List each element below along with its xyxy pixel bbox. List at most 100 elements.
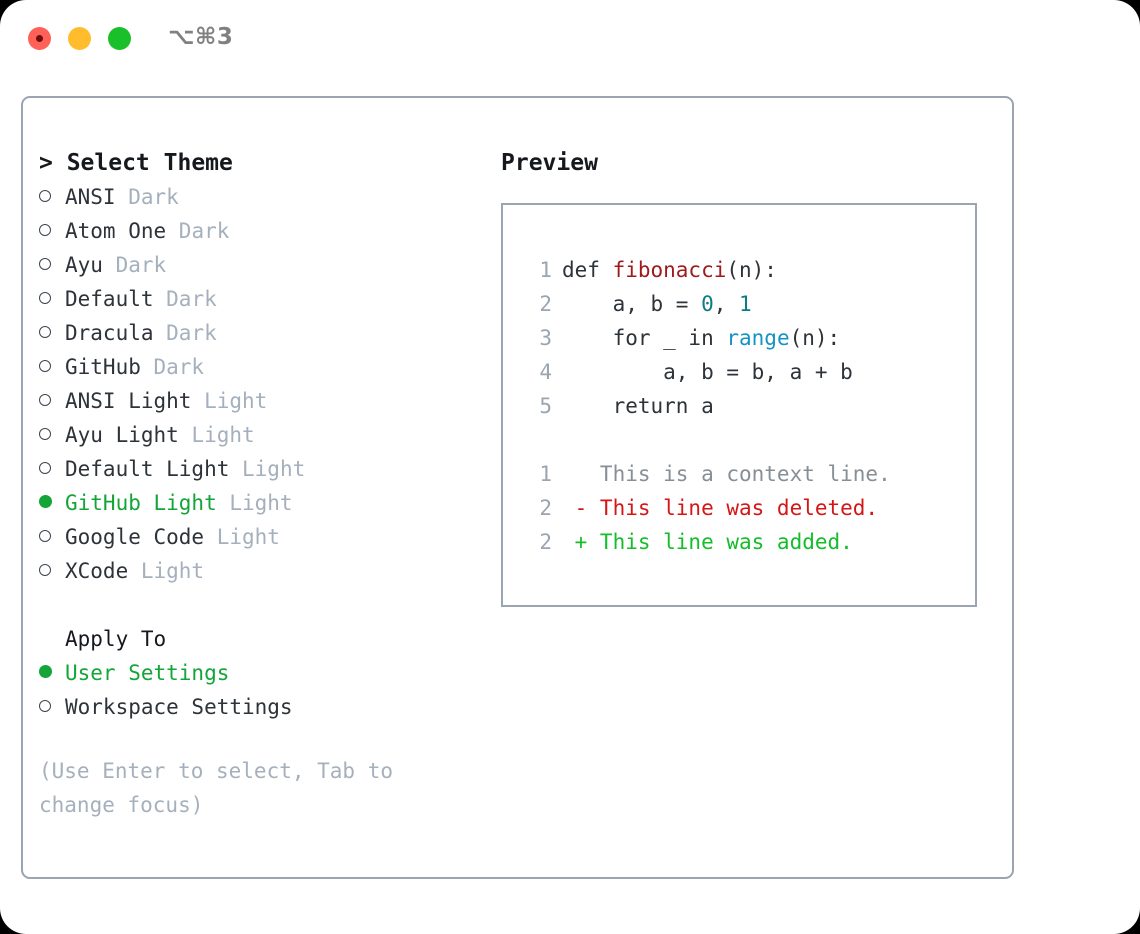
- theme-option-8[interactable]: Default Light Light: [39, 452, 499, 486]
- code-token: (n):: [789, 326, 841, 350]
- code-token: fibonacci: [612, 258, 727, 282]
- radio-unselected-icon: [39, 690, 65, 724]
- option-label: Atom One: [65, 219, 167, 243]
- radio-unselected-icon: [39, 554, 65, 588]
- option-label: GitHub Light: [65, 491, 217, 515]
- option-tag: Dark: [115, 185, 179, 209]
- close-icon: [36, 35, 43, 42]
- line-number: 2: [539, 292, 552, 316]
- theme-option-3[interactable]: Default Dark: [39, 282, 499, 316]
- code-token: def: [562, 258, 613, 282]
- option-label: Google Code: [65, 525, 205, 549]
- code-line-content: def fibonacci(n):: [562, 253, 777, 287]
- code-line: 2 + This line was added.: [503, 525, 975, 559]
- radio-ring-icon: [39, 326, 51, 338]
- code-token: 0: [701, 292, 714, 316]
- code-line: 2 a, b = 0, 1: [503, 287, 975, 321]
- option-label: ANSI Light: [65, 389, 192, 413]
- radio-selected-icon: [39, 486, 65, 520]
- title-bar: ⌥⌘3: [0, 0, 1140, 78]
- code-line: 1 def fibonacci(n):: [503, 253, 975, 287]
- close-window-button[interactable]: [28, 27, 51, 50]
- apply-to-option-0[interactable]: User Settings: [39, 656, 499, 690]
- preview-header: Preview: [501, 150, 598, 176]
- maximize-window-button[interactable]: [108, 27, 131, 50]
- option-tag: Light: [229, 457, 306, 481]
- radio-filled-icon: [39, 495, 52, 508]
- radio-unselected-icon: [39, 520, 65, 554]
- code-token: This is a context line.: [562, 462, 891, 486]
- option-label: Dracula: [65, 321, 154, 345]
- code-line: 4 a, b = b, a + b: [503, 355, 975, 389]
- theme-option-10[interactable]: Google Code Light: [39, 520, 499, 554]
- option-label: GitHub: [65, 355, 141, 379]
- radio-unselected-icon: [39, 248, 65, 282]
- code-token: a, b = b, a + b: [562, 360, 853, 384]
- line-number: 5: [539, 394, 552, 418]
- theme-option-5[interactable]: GitHub Dark: [39, 350, 499, 384]
- code-line: 3 for _ in range(n):: [503, 321, 975, 355]
- apply-to-option-1[interactable]: Workspace Settings: [39, 690, 499, 724]
- theme-option-1[interactable]: Atom One Dark: [39, 214, 499, 248]
- theme-option-6[interactable]: ANSI Light Light: [39, 384, 499, 418]
- radio-ring-icon: [39, 224, 51, 236]
- list-spacer: [39, 588, 499, 622]
- code-line-content: a, b = 0, 1: [562, 287, 752, 321]
- option-tag: Dark: [153, 287, 217, 311]
- option-tag: Light: [128, 559, 205, 583]
- apply-to-header: Apply To: [65, 627, 167, 651]
- radio-ring-icon: [39, 564, 51, 576]
- select-theme-header: > Select Theme: [39, 150, 233, 176]
- radio-ring-icon: [39, 292, 51, 304]
- radio-unselected-icon: [39, 350, 65, 384]
- option-label: Workspace Settings: [65, 695, 293, 719]
- option-tag: Light: [178, 423, 255, 447]
- code-line-content: + This line was added.: [562, 525, 853, 559]
- option-label: User Settings: [65, 661, 230, 685]
- minimize-window-button[interactable]: [68, 27, 91, 50]
- radio-unselected-icon: [39, 384, 65, 418]
- line-number: 1: [539, 258, 552, 282]
- radio-filled-icon: [39, 665, 52, 678]
- code-line: 1 This is a context line.: [503, 457, 975, 491]
- line-number: 2: [539, 530, 552, 554]
- radio-selected-icon: [39, 656, 65, 690]
- radio-unselected-icon: [39, 418, 65, 452]
- theme-option-9[interactable]: GitHub Light Light: [39, 486, 499, 520]
- code-line-content: This is a context line.: [562, 457, 891, 491]
- radio-ring-icon: [39, 190, 51, 202]
- radio-ring-icon: [39, 394, 51, 406]
- radio-unselected-icon: [39, 214, 65, 248]
- code-line-content: for _ in range(n):: [562, 321, 841, 355]
- code-token: a, b =: [562, 292, 702, 316]
- option-tag: Light: [204, 525, 280, 549]
- radio-unselected-icon: [39, 180, 65, 214]
- theme-option-4[interactable]: Dracula Dark: [39, 316, 499, 350]
- line-number: 2: [539, 496, 552, 520]
- theme-option-11[interactable]: XCode Light: [39, 554, 499, 588]
- option-tag: Dark: [153, 321, 217, 345]
- radio-unselected-icon: [39, 316, 65, 350]
- code-token: - This line was deleted.: [562, 496, 879, 520]
- line-number: 1: [539, 462, 552, 486]
- code-line-content: a, b = b, a + b: [562, 355, 853, 389]
- option-tag: Dark: [166, 219, 230, 243]
- theme-option-2[interactable]: Ayu Dark: [39, 248, 499, 282]
- code-token: return a: [562, 394, 714, 418]
- radio-unselected-icon: [39, 282, 65, 316]
- code-token: (n):: [726, 258, 777, 282]
- theme-option-7[interactable]: Ayu Light Light: [39, 418, 499, 452]
- radio-ring-icon: [39, 462, 51, 474]
- radio-ring-icon: [39, 258, 51, 270]
- theme-option-0[interactable]: ANSI Dark: [39, 180, 499, 214]
- option-label: Default Light: [65, 457, 230, 481]
- option-label: ANSI: [65, 185, 116, 209]
- code-token: for _ in: [562, 326, 727, 350]
- radio-ring-icon: [39, 700, 51, 712]
- option-tag: Light: [191, 389, 268, 413]
- code-token: 1: [739, 292, 752, 316]
